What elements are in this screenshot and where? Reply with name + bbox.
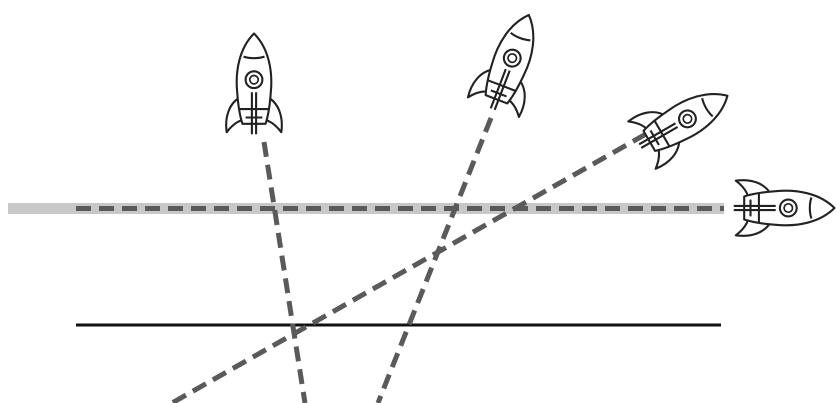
- rocket-icon: [225, 32, 283, 136]
- trajectory-rocket-1: [261, 141, 308, 403]
- trajectory-rocket-2: [375, 117, 494, 403]
- rocket-icon: [732, 179, 836, 237]
- rocket-icon: [465, 3, 556, 121]
- trajectory-rocket-3: [170, 131, 648, 403]
- rocket-icon: [625, 70, 743, 172]
